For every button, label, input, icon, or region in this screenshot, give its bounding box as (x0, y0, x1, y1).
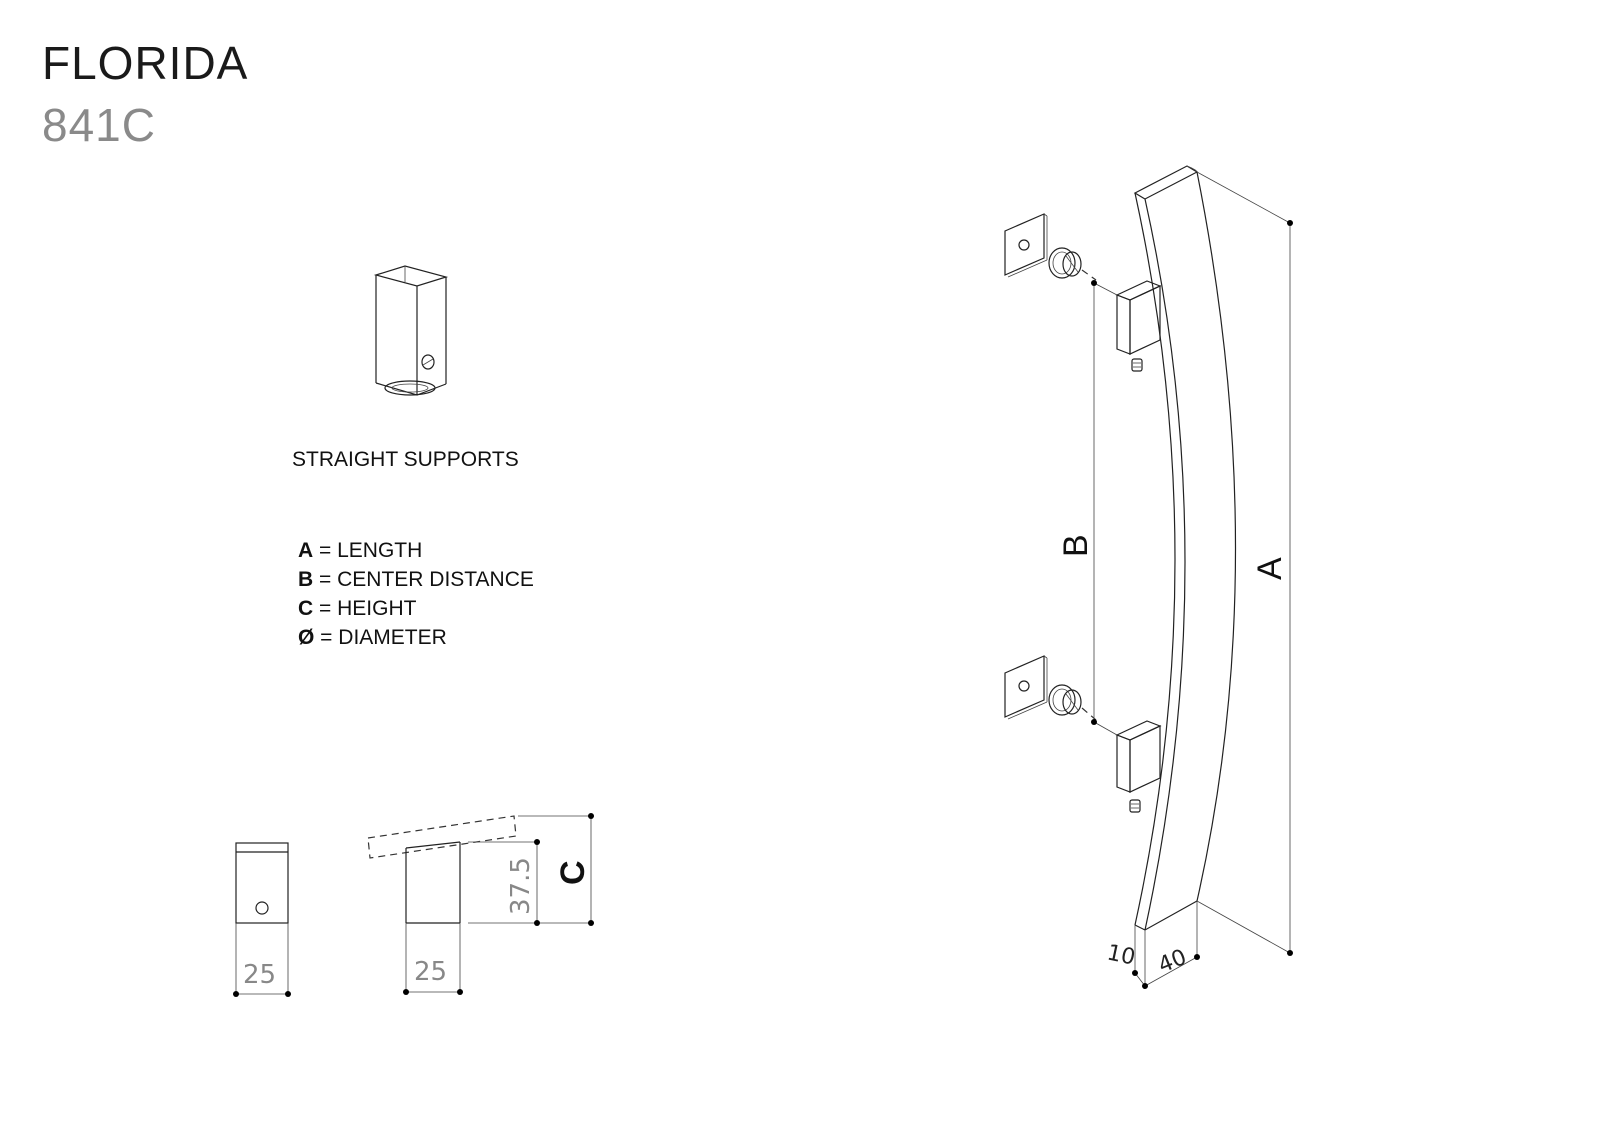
legend-row-b: B = CENTER DISTANCE (298, 565, 534, 594)
supports-label: STRAIGHT SUPPORTS (292, 448, 519, 471)
thickness-label: 10 (1105, 940, 1138, 970)
upper-fixing-kit (1004, 213, 1097, 281)
legend-key: B (298, 568, 314, 591)
legend-row-c: C = HEIGHT (298, 594, 534, 623)
legend-row-a: A = LENGTH (298, 536, 534, 565)
center-distance-dimension: B (1057, 280, 1118, 736)
center-letter-label: B (1057, 534, 1095, 557)
legend-key: C (298, 597, 314, 620)
height-letter-label: C (554, 860, 592, 885)
handle-assembly: B A 10 40 (1004, 165, 1293, 989)
front-width-label: 25 (243, 960, 276, 990)
support-front-view: 25 (233, 842, 291, 997)
legend-key: A (298, 539, 314, 562)
length-letter-label: A (1251, 557, 1289, 580)
section-dimensions: 10 40 (1105, 901, 1200, 989)
support-height-label: 37.5 (506, 857, 536, 915)
legend-text: = HEIGHT (313, 597, 417, 620)
product-code: 841C (42, 99, 156, 151)
product-title: FLORIDA (42, 37, 249, 89)
side-width-label: 25 (414, 957, 447, 987)
length-dimension: A (1251, 220, 1293, 956)
legend-text: = LENGTH (313, 539, 423, 562)
lower-support-block (1115, 720, 1162, 813)
support-isometric (373, 265, 449, 396)
legend-text: = DIAMETER (314, 626, 447, 649)
lower-fixing-kit (1004, 655, 1097, 721)
handle-width-label: 40 (1155, 945, 1190, 979)
support-side-view: 25 37.5 C (367, 813, 594, 995)
legend-text: = CENTER DISTANCE (313, 568, 534, 591)
legend-key: Ø (298, 626, 315, 649)
legend: A = LENGTH B = CENTER DISTANCE C = HEIGH… (298, 536, 534, 652)
legend-row-diameter: Ø = DIAMETER (298, 623, 534, 652)
upper-support-block (1115, 280, 1162, 372)
